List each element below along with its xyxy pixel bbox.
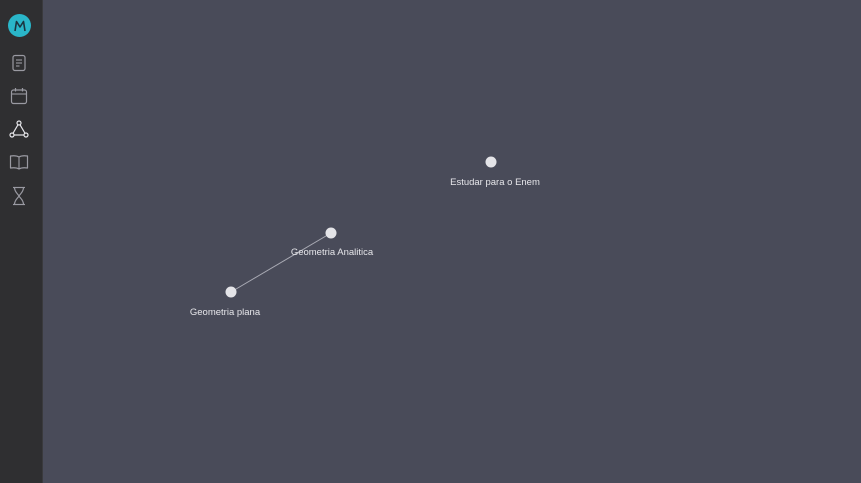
- sidebar: [0, 0, 43, 483]
- node-dot[interactable]: [325, 227, 337, 239]
- document-icon: [12, 54, 26, 72]
- node-dot[interactable]: [225, 286, 237, 298]
- sidebar-item-notes[interactable]: [9, 53, 29, 73]
- graph-node-estudar[interactable]: Estudar para o Enem: [450, 156, 540, 189]
- graph-canvas[interactable]: Estudar para o Enem Geometria Analitica …: [43, 0, 861, 483]
- sidebar-item-calendar[interactable]: [9, 86, 29, 106]
- graph-edge: [230, 232, 332, 293]
- sidebar-item-library[interactable]: [9, 152, 29, 172]
- sidebar-item-graph[interactable]: [9, 119, 29, 139]
- book-icon: [9, 155, 29, 170]
- graph-icon: [9, 120, 29, 138]
- graph-node-analitica[interactable]: Geometria Analitica: [291, 227, 374, 259]
- node-label: Geometria Analitica: [291, 247, 374, 258]
- node-dot[interactable]: [485, 156, 497, 168]
- node-label: Estudar para o Enem: [450, 177, 540, 188]
- calendar-icon: [10, 88, 28, 105]
- logo-icon: [13, 20, 26, 31]
- node-label: Geometria plana: [190, 307, 261, 318]
- graph-svg: Estudar para o Enem Geometria Analitica …: [190, 156, 540, 319]
- graph-node-plana[interactable]: Geometria plana: [190, 286, 261, 319]
- app-logo[interactable]: [8, 14, 31, 37]
- hourglass-icon: [13, 186, 25, 206]
- sidebar-item-timer[interactable]: [9, 186, 29, 206]
